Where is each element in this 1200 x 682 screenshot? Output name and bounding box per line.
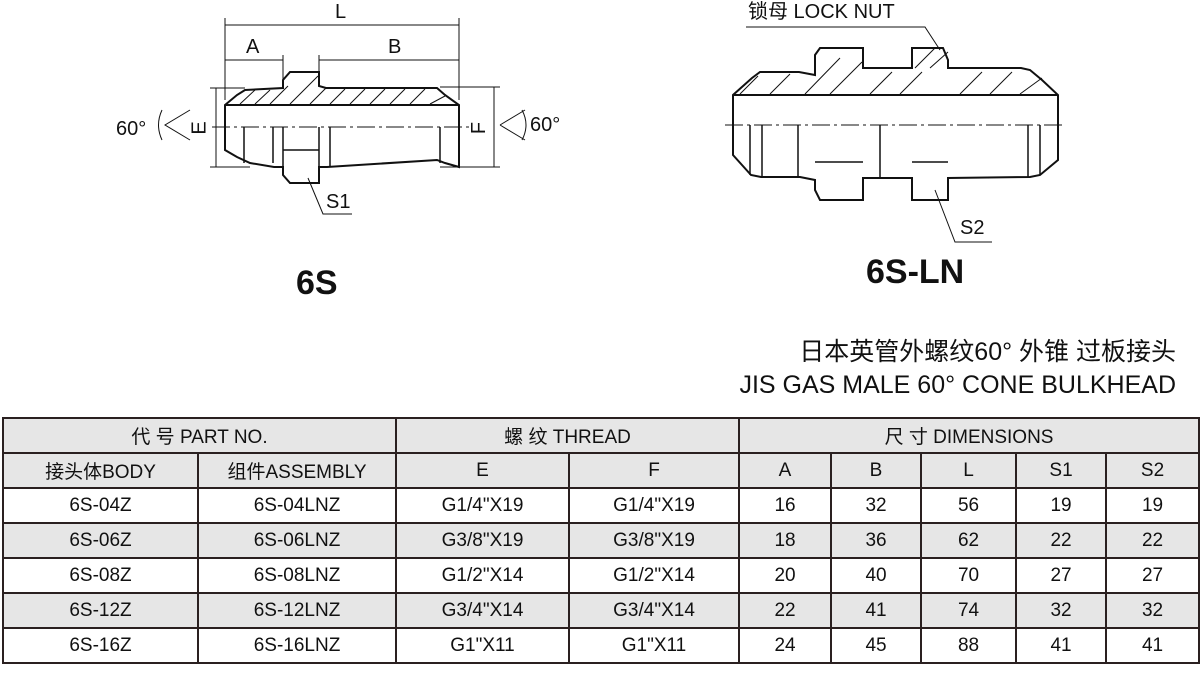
table-cell: 19 <box>1015 487 1108 524</box>
table-cell: 6S-04LNZ <box>196 487 398 524</box>
table-cell: 41 <box>1015 627 1108 664</box>
table-cell: 6S-08LNZ <box>196 557 398 594</box>
col-f: F <box>568 452 741 489</box>
table-cell: 56 <box>920 487 1018 524</box>
dim-A-label: A <box>246 36 260 58</box>
col-a: A <box>738 452 833 489</box>
col-body: 接头体BODY <box>2 452 199 489</box>
table-cell: 27 <box>1015 557 1108 594</box>
table-cell: 70 <box>920 557 1018 594</box>
col-s2: S2 <box>1105 452 1200 489</box>
table-cell: 32 <box>1105 592 1200 629</box>
table-cell: 6S-06Z <box>2 522 199 559</box>
dimensions-table: 代 号 PART NO. 螺 纹 THREAD 尺 寸 DIMENSIONS 接… <box>1 417 1200 664</box>
header-thread: 螺 纹 THREAD <box>395 417 741 454</box>
table-cell: 22 <box>738 592 833 629</box>
table-cell: G1/4"X19 <box>395 487 571 524</box>
table-cell: 36 <box>830 522 923 559</box>
table-cell: 41 <box>1105 627 1200 664</box>
col-assembly: 组件ASSEMBLY <box>196 452 398 489</box>
col-b: B <box>830 452 923 489</box>
table-cell: 6S-08Z <box>2 557 199 594</box>
table-cell: 27 <box>1105 557 1200 594</box>
dim-L-label: L <box>335 1 347 23</box>
table-cell: 45 <box>830 627 923 664</box>
header-part-no: 代 号 PART NO. <box>1 417 398 454</box>
table-cell: 74 <box>920 592 1018 629</box>
table-cell: 41 <box>830 592 923 629</box>
table-cell: 24 <box>738 627 833 664</box>
table-cell: 6S-04Z <box>2 487 199 524</box>
table-cell: 16 <box>738 487 833 524</box>
header-dimensions: 尺 寸 DIMENSIONS <box>738 417 1200 454</box>
title-english: JIS GAS MALE 60° CONE BULKHEAD <box>739 371 1176 399</box>
table-cell: 6S-16LNZ <box>196 627 398 664</box>
table-cell: G1"X11 <box>395 627 571 664</box>
model-6sln-label: 6S-LN <box>866 253 965 291</box>
hex-s2-label: S2 <box>960 217 985 239</box>
table-cell: G1/2"X14 <box>568 557 741 594</box>
table-cell: 40 <box>830 557 923 594</box>
group-header-row: 代 号 PART NO. 螺 纹 THREAD 尺 寸 DIMENSIONS <box>1 417 1200 454</box>
table-cell: G1/2"X14 <box>395 557 571 594</box>
lock-nut-label: 锁母 LOCK NUT <box>748 1 895 23</box>
column-header-row: 接头体BODY 组件ASSEMBLY E F A B L S1 S2 <box>2 452 1200 489</box>
table-cell: G1"X11 <box>568 627 741 664</box>
table-cell: 18 <box>738 522 833 559</box>
table-cell: G1/4"X19 <box>568 487 741 524</box>
table-cell: 6S-06LNZ <box>196 522 398 559</box>
table-cell: 6S-12LNZ <box>196 592 398 629</box>
table-cell: 62 <box>920 522 1018 559</box>
title-chinese: 日本英管外螺纹60° 外锥 过板接头 <box>799 338 1176 366</box>
angle-left-label: 60° <box>116 118 147 140</box>
angle-right-label: 60° <box>530 114 561 136</box>
table-cell: G3/4"X14 <box>395 592 571 629</box>
table-cell: 19 <box>1105 487 1200 524</box>
fitting-6s-drawing <box>158 18 527 215</box>
dim-F-label: F <box>468 121 491 135</box>
fitting-6sln-drawing <box>725 26 1065 243</box>
table-cell: 6S-16Z <box>2 627 199 664</box>
table-cell: 32 <box>830 487 923 524</box>
table-cell: G3/4"X14 <box>568 592 741 629</box>
table-cell: G3/8"X19 <box>568 522 741 559</box>
dim-B-label: B <box>388 36 402 58</box>
col-s1: S1 <box>1015 452 1108 489</box>
table-cell: 32 <box>1015 592 1108 629</box>
col-e: E <box>395 452 571 489</box>
dim-E-label: E <box>188 121 211 135</box>
table-cell: 22 <box>1015 522 1108 559</box>
table-cell: 88 <box>920 627 1018 664</box>
table-cell: 6S-12Z <box>2 592 199 629</box>
table-cell: G3/8"X19 <box>395 522 571 559</box>
table-cell: 22 <box>1105 522 1200 559</box>
model-6s-label: 6S <box>296 264 338 302</box>
table-cell: 20 <box>738 557 833 594</box>
hex-s1-label: S1 <box>326 191 351 213</box>
fitting-drawings <box>158 18 1065 243</box>
col-l: L <box>920 452 1018 489</box>
